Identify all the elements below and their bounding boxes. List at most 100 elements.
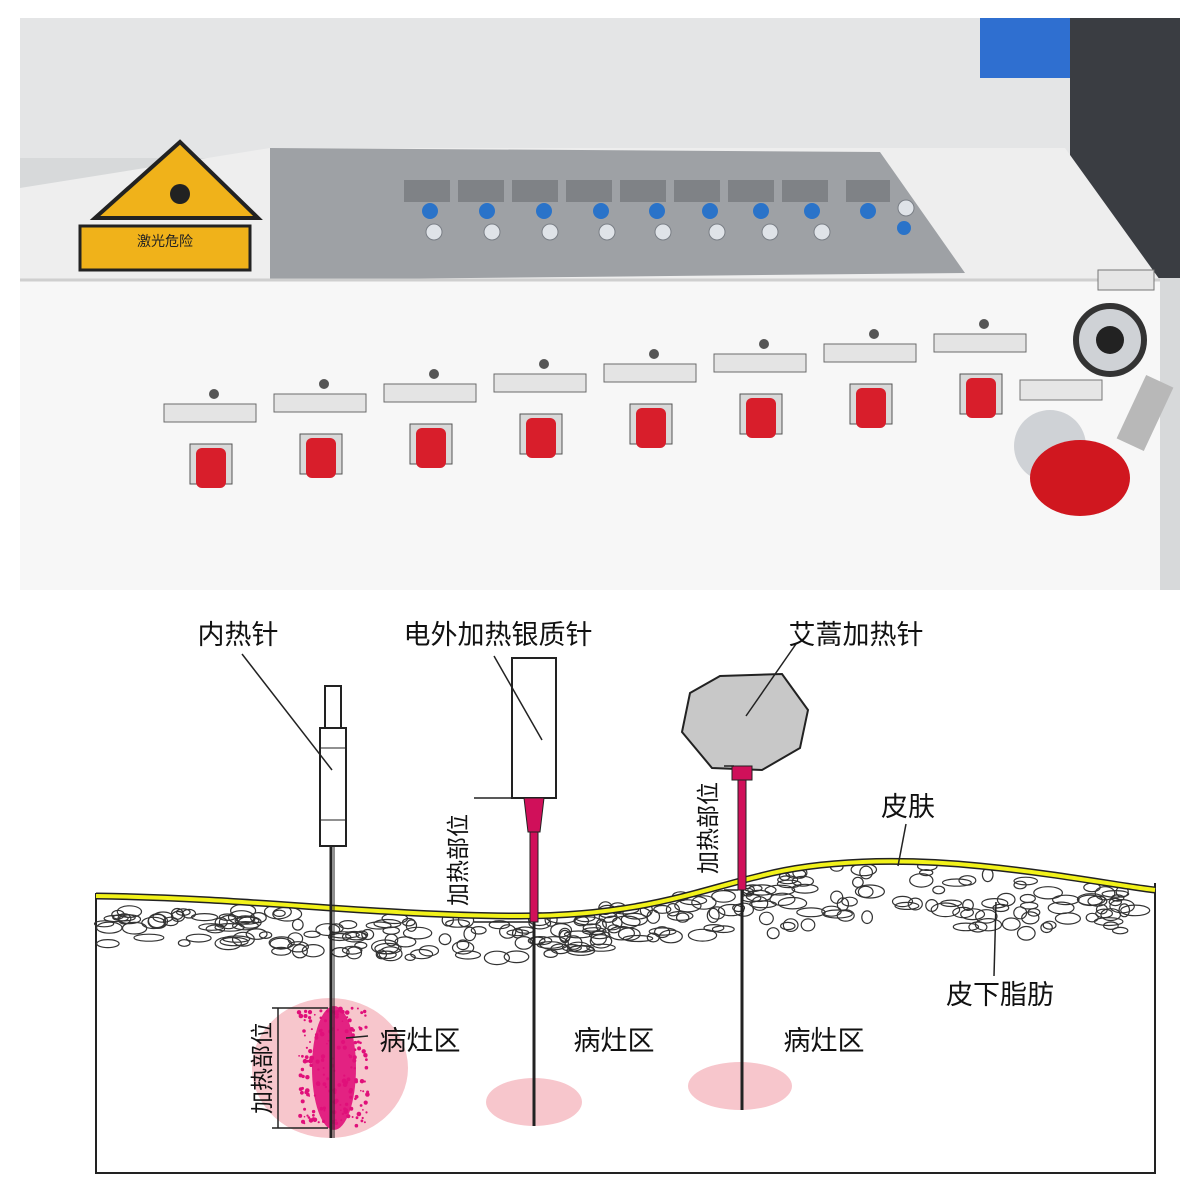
channel-label bbox=[713, 353, 807, 373]
lesion-dot bbox=[305, 1075, 310, 1080]
lesion-dot bbox=[298, 1073, 303, 1078]
lesion-dot bbox=[304, 1009, 308, 1013]
fat-cell bbox=[691, 895, 717, 910]
fat-cell bbox=[227, 910, 255, 925]
fiber-connector-cap[interactable] bbox=[746, 398, 776, 438]
fiber-connector-cap[interactable] bbox=[856, 388, 886, 428]
lesion-dot bbox=[352, 1055, 357, 1060]
lesion-dot bbox=[311, 1109, 316, 1114]
fat-cell bbox=[268, 936, 295, 950]
lesion-zone-right bbox=[688, 1062, 792, 1110]
fat-cell bbox=[854, 884, 886, 899]
minus-buttons[interactable] bbox=[425, 199, 915, 241]
fat-cell bbox=[170, 910, 186, 922]
lesion-dot bbox=[358, 1027, 363, 1031]
fat-cell bbox=[438, 933, 452, 946]
label-skin: 皮肤 bbox=[881, 792, 935, 823]
fiber-connector-cap[interactable] bbox=[966, 378, 996, 418]
lesion-dot bbox=[336, 1045, 341, 1050]
lesion-dot bbox=[341, 1078, 347, 1084]
plus-buttons[interactable] bbox=[422, 203, 876, 219]
channel-label bbox=[603, 363, 697, 383]
lesion-dot bbox=[339, 1103, 342, 1106]
fat-cell bbox=[374, 942, 402, 955]
fat-cell bbox=[821, 905, 842, 917]
fat-cell bbox=[205, 924, 226, 934]
fat-cell bbox=[974, 918, 1003, 932]
lesion-dot bbox=[344, 1029, 349, 1034]
fat-cell bbox=[653, 926, 671, 939]
channel-connectors[interactable] bbox=[163, 319, 1027, 488]
fiber-connector-cap[interactable] bbox=[526, 418, 556, 458]
fat-cell bbox=[974, 909, 998, 924]
fat-cell bbox=[103, 914, 129, 923]
fiber-connector-cap[interactable] bbox=[196, 448, 226, 488]
fat-cell bbox=[147, 913, 167, 929]
label-heating-part-electric: 加热部位 bbox=[446, 814, 472, 906]
fat-cell bbox=[796, 907, 826, 918]
fat-cell bbox=[1054, 912, 1082, 925]
fat-cell bbox=[1019, 901, 1039, 910]
lesion-dot bbox=[300, 1090, 304, 1095]
indicator-led bbox=[759, 339, 769, 349]
lesion-dot bbox=[337, 1083, 342, 1087]
fat-cell bbox=[733, 902, 755, 917]
fat-cell bbox=[1042, 920, 1057, 930]
fat-cell bbox=[231, 931, 255, 947]
fat-cell bbox=[930, 902, 961, 918]
channel-label bbox=[163, 403, 257, 423]
panel-displays bbox=[404, 180, 890, 202]
lesion-dot bbox=[347, 1018, 352, 1023]
lesion-dot bbox=[303, 1019, 306, 1022]
lesion-dot bbox=[298, 1055, 300, 1057]
lesion-dot bbox=[303, 1034, 306, 1037]
indicator-led bbox=[539, 359, 549, 369]
lesion-dot bbox=[314, 1033, 319, 1037]
lesion-dot bbox=[346, 1114, 351, 1119]
fat-cell bbox=[658, 929, 683, 944]
lesion-dot bbox=[363, 1053, 368, 1058]
lesion-dot bbox=[342, 1045, 347, 1050]
emergency-stop-button[interactable] bbox=[1030, 440, 1130, 516]
lesion-dot bbox=[341, 1020, 344, 1022]
lesion-dot bbox=[315, 1081, 321, 1086]
fat-cell bbox=[791, 883, 819, 894]
fat-cell bbox=[118, 914, 142, 925]
lesion-dot bbox=[360, 1119, 364, 1123]
indicator-led bbox=[649, 349, 659, 359]
lesion-dot bbox=[352, 1058, 357, 1063]
fiber-connector-cap[interactable] bbox=[306, 438, 336, 478]
fat-cell bbox=[841, 896, 858, 907]
lesion-dot bbox=[340, 1119, 343, 1122]
fat-cell bbox=[402, 926, 433, 940]
fat-cell bbox=[1016, 925, 1036, 941]
fiber-connector-cap[interactable] bbox=[416, 428, 446, 468]
fat-cell bbox=[932, 885, 946, 895]
fat-cell bbox=[245, 928, 268, 940]
fat-cell bbox=[376, 950, 397, 960]
lesion-dot bbox=[313, 1013, 316, 1016]
lesion-dot bbox=[348, 1089, 353, 1094]
lesion-dot bbox=[319, 1016, 323, 1020]
moxa-heating-needle bbox=[680, 672, 810, 1110]
fat-cell bbox=[454, 950, 482, 960]
indicator-led bbox=[429, 369, 439, 379]
mode-button[interactable] bbox=[897, 221, 911, 235]
fat-cell bbox=[1047, 901, 1075, 915]
fat-cell bbox=[745, 889, 773, 903]
fat-cell bbox=[506, 929, 530, 937]
fiber-connector-cap[interactable] bbox=[636, 408, 666, 448]
lesion-dot bbox=[300, 1099, 305, 1104]
fat-cell bbox=[981, 897, 1009, 909]
lesion-dot bbox=[319, 1009, 323, 1013]
fat-cell bbox=[708, 906, 726, 920]
lesion-dot bbox=[364, 1065, 369, 1070]
lesion-dot bbox=[356, 1111, 362, 1117]
lesion-dot bbox=[322, 1119, 326, 1123]
lesion-dot bbox=[357, 1046, 362, 1051]
lesion-dot bbox=[303, 1122, 306, 1125]
lesion-dot bbox=[314, 1035, 319, 1040]
fat-cell bbox=[338, 920, 358, 930]
fat-cell bbox=[384, 933, 399, 947]
fat-cell bbox=[483, 950, 510, 966]
